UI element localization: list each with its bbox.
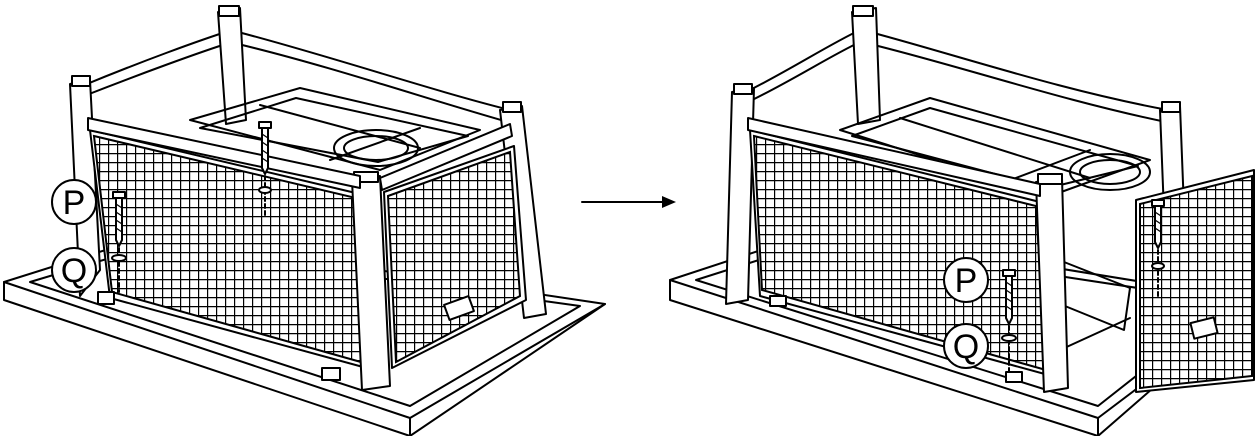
screw-p bbox=[1001, 269, 1017, 373]
screw-side bbox=[1151, 199, 1165, 297]
step-after-illustration: P Q bbox=[669, 5, 1255, 436]
callout-p-letter: P bbox=[955, 262, 978, 300]
callout-q: Q bbox=[943, 323, 989, 369]
screw-center bbox=[258, 121, 272, 217]
step-before-illustration: P Q bbox=[3, 5, 606, 436]
callout-q: Q bbox=[51, 247, 97, 293]
screw-p bbox=[111, 191, 127, 293]
step-arrow bbox=[581, 196, 676, 208]
callout-q-letter: Q bbox=[953, 328, 979, 366]
callout-p-letter: P bbox=[63, 184, 86, 222]
frame-rails bbox=[725, 5, 1187, 351]
callout-p: P bbox=[943, 257, 989, 303]
callout-q-letter: Q bbox=[61, 252, 87, 290]
callout-p: P bbox=[51, 179, 97, 225]
